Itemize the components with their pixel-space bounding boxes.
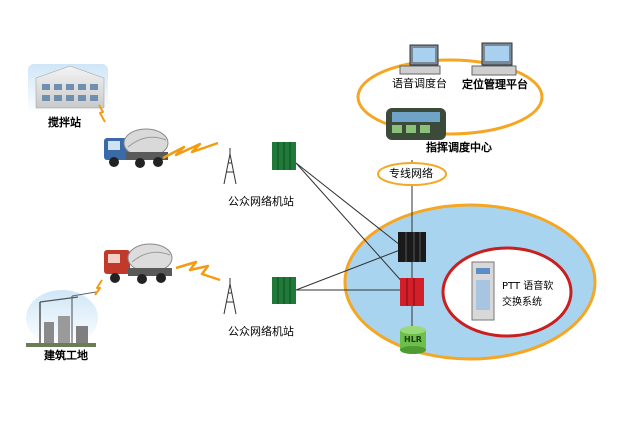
red-switch [400, 278, 424, 306]
dedicated-network-label: 专线网络 [389, 167, 433, 180]
base-station-label-top: 公众网络机站 [228, 195, 294, 208]
positioning-platform-label: 定位管理平台 [462, 78, 528, 91]
base-station-switch-bottom [272, 277, 296, 304]
construction-site-image [26, 290, 98, 347]
antenna-tower-icon [223, 148, 237, 185]
voice-dispatch-desk-label: 语音调度台 [392, 77, 447, 90]
ptt-label-line1: PTT 语音软 [502, 281, 554, 292]
mixing-station-label: 搅拌站 [48, 116, 81, 129]
construction-site-label: 建筑工地 [44, 349, 88, 362]
signal-icon [175, 260, 221, 282]
base-station-label-bottom: 公众网络机站 [228, 325, 294, 338]
antenna-tower-icon [223, 278, 237, 315]
mixing-station-building [28, 64, 108, 114]
mixer-truck-top [104, 128, 169, 168]
computer-icon [399, 44, 441, 75]
mixer-truck-bottom [104, 243, 173, 284]
command-center-room [386, 108, 446, 140]
ptt-server-icon [471, 261, 495, 321]
command-center-ring [356, 58, 544, 136]
signal-icon [94, 279, 103, 296]
ptt-system-ring [441, 246, 573, 338]
signal-icon [162, 141, 219, 160]
command-center-label: 指挥调度中心 [426, 141, 492, 154]
base-station-switch-top [272, 142, 296, 170]
hlr-database [400, 326, 426, 354]
hlr-label: HLR [404, 335, 422, 344]
dedicated-network-ellipse [377, 162, 447, 186]
core-switch [398, 232, 426, 262]
computer-icon [471, 42, 517, 76]
ptt-label-line2: 交换系统 [502, 297, 542, 308]
signal-icon [98, 104, 106, 123]
